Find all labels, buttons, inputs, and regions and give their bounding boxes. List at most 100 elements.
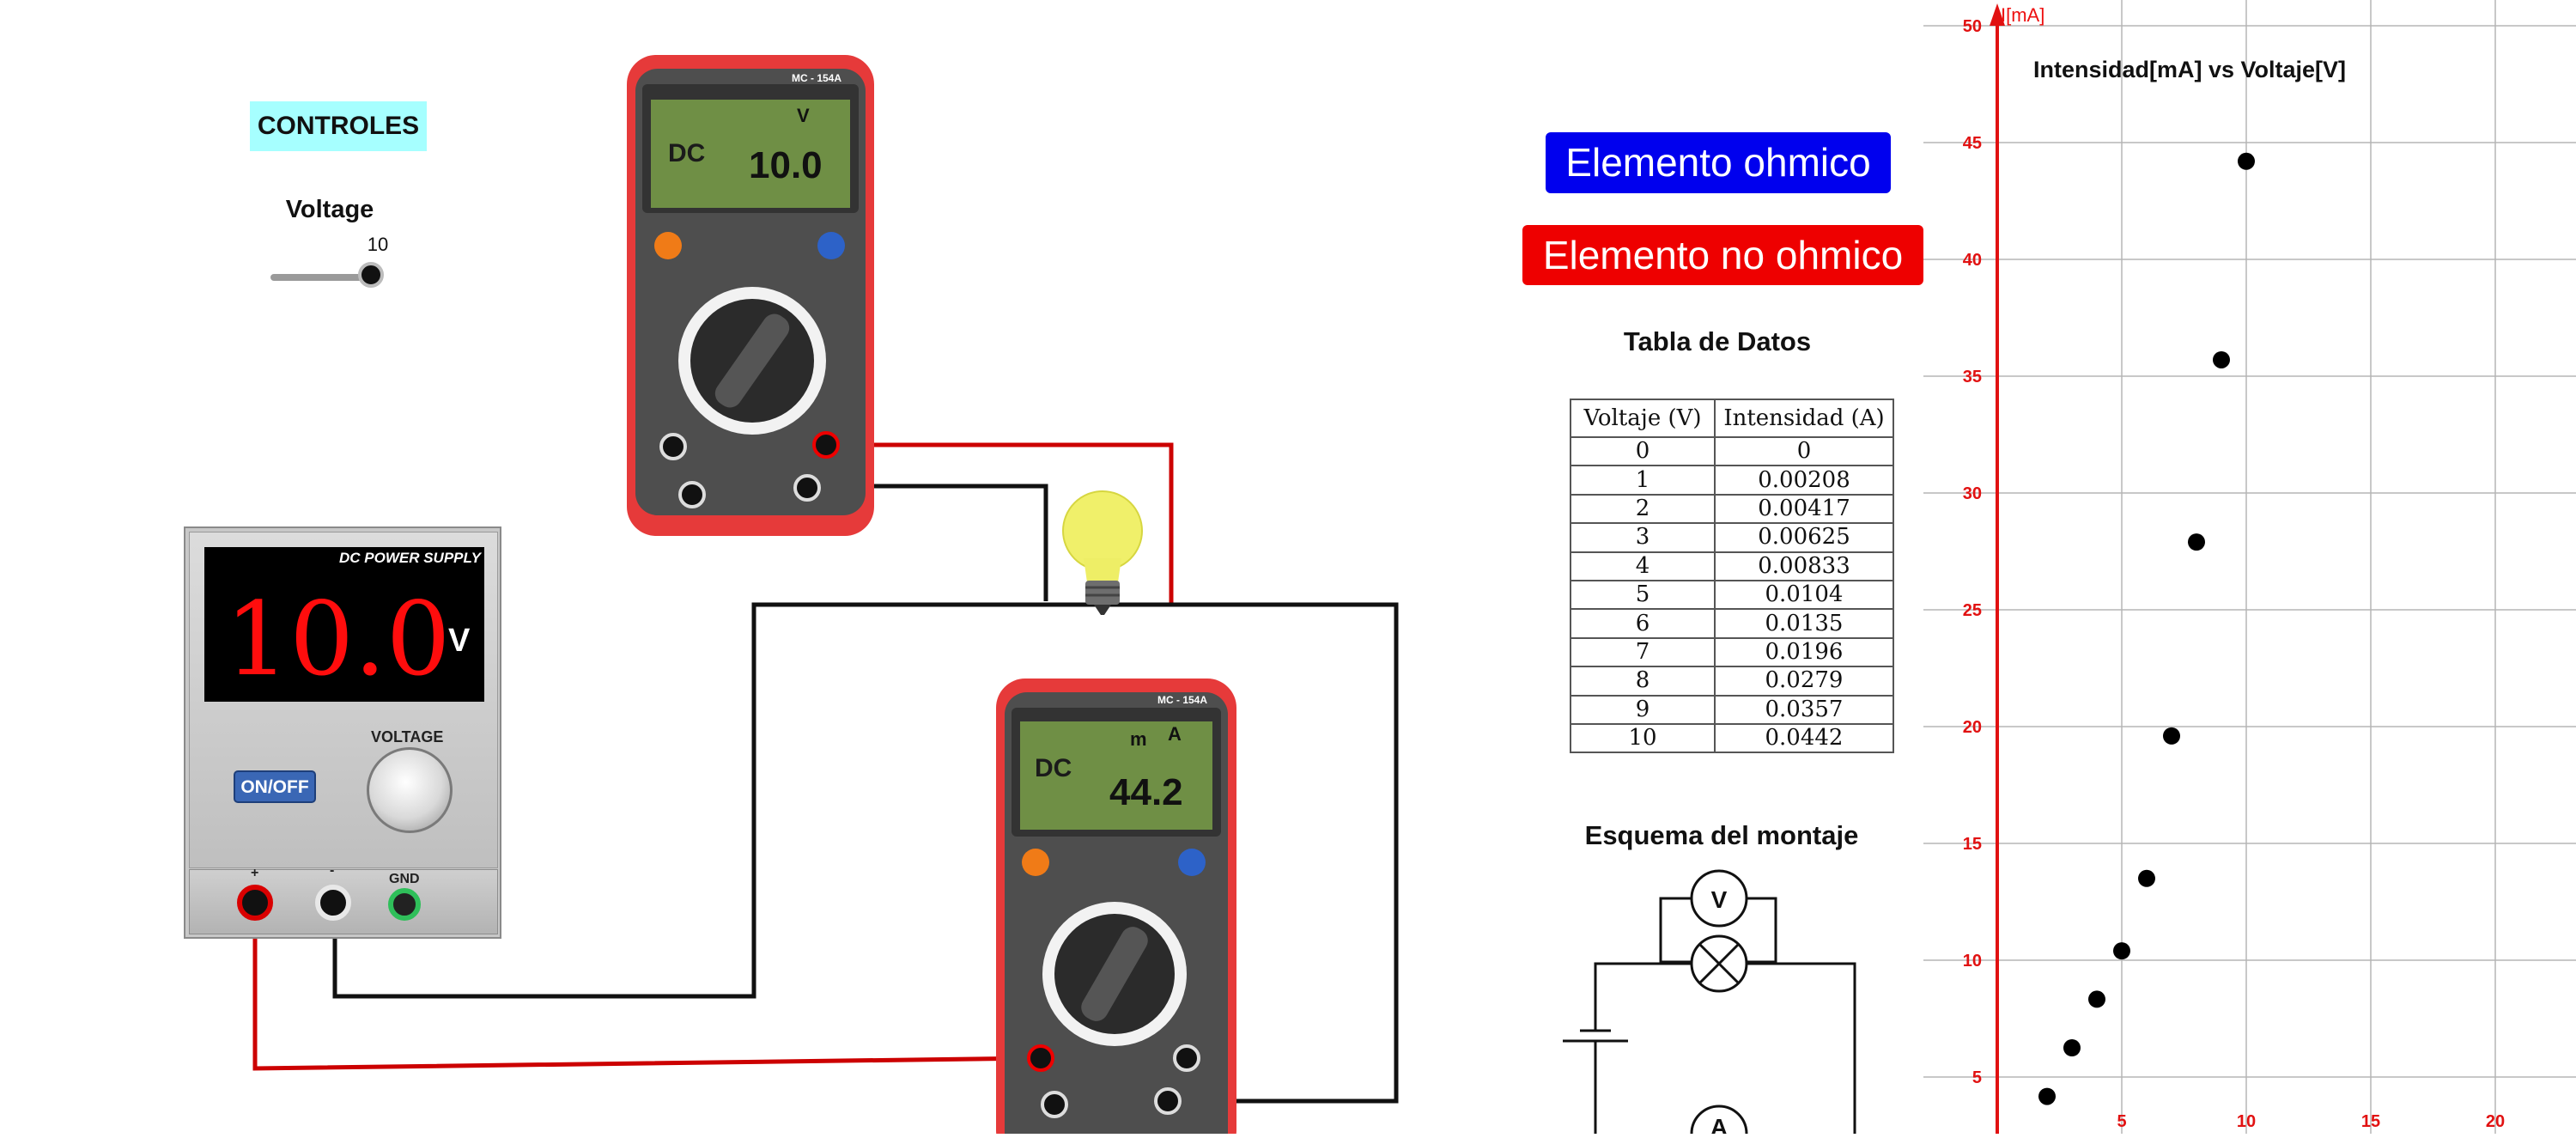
power-supply-title: DC POWER SUPPLY	[339, 550, 481, 566]
data-point	[2038, 1087, 2056, 1105]
col-current-header: Intensidad (A)	[1714, 399, 1894, 438]
data-point	[2213, 350, 2230, 368]
x-tick-label: 5	[2117, 1112, 2126, 1131]
terminal-positive-label: +	[251, 866, 259, 880]
voltmeter	[627, 55, 874, 536]
table-cell: 6	[1570, 608, 1716, 639]
schema-ammeter-symbol: A	[1710, 1114, 1728, 1134]
power-supply-unit: V	[448, 623, 471, 659]
table-cell: 0.0357	[1714, 694, 1894, 725]
voltmeter-unit: V	[797, 105, 810, 126]
table-cell: 0.00417	[1714, 493, 1894, 525]
voltmeter-reading: 10.0	[749, 144, 823, 186]
schema-voltmeter-symbol: V	[1711, 886, 1728, 913]
voltage-slider-value: 10	[367, 234, 389, 255]
ammeter	[996, 679, 1236, 1138]
terminal-positive[interactable]	[237, 885, 273, 921]
data-point	[2188, 533, 2205, 551]
ammeter-unit: A	[1168, 723, 1182, 745]
controls-title: CONTROLES	[250, 101, 427, 151]
voltmeter-model: MC - 154A	[792, 72, 842, 84]
ammeter-model: MC - 154A	[1157, 694, 1208, 706]
power-onoff-button[interactable]: ON/OFF	[234, 770, 316, 803]
voltage-slider-track[interactable]	[270, 274, 374, 281]
y-axis-arrow	[1990, 3, 2005, 26]
schema-title: Esquema del montaje	[1584, 820, 1859, 850]
x-tick-label: 15	[2361, 1112, 2380, 1131]
power-supply-voltage-readout: 10.0	[225, 580, 451, 698]
circuit-schematic: V A	[1563, 869, 1856, 1134]
power-supply-display	[204, 547, 484, 702]
voltage-slider-knob[interactable]	[358, 262, 384, 288]
terminal-negative[interactable]	[315, 885, 351, 921]
y-tick-label: 35	[1963, 368, 1982, 386]
voltmeter-mode: DC	[668, 139, 706, 167]
table-cell: 9	[1570, 694, 1716, 725]
voltmeter-body	[627, 55, 874, 536]
terminal-negative-label: -	[330, 863, 335, 878]
terminal-ground-label: GND	[389, 872, 420, 886]
table-cell: 0.0442	[1714, 722, 1894, 754]
table-cell: 0.00833	[1714, 551, 1894, 581]
voltage-knob[interactable]	[367, 747, 453, 833]
data-point	[2138, 869, 2155, 887]
y-tick-label: 50	[1963, 17, 1982, 36]
y-tick-label: 40	[1963, 251, 1982, 270]
table-cell: 7	[1570, 636, 1716, 668]
table-cell: 0.0104	[1714, 579, 1894, 611]
y-tick-label: 25	[1963, 601, 1982, 620]
table-cell: 0.00208	[1714, 465, 1894, 496]
x-tick-label: 10	[2237, 1112, 2256, 1131]
table-cell: 4	[1570, 551, 1716, 581]
table-cell: 3	[1570, 522, 1716, 553]
data-point	[2163, 727, 2180, 745]
ohmic-element-button[interactable]: Elemento ohmico	[1546, 132, 1891, 193]
y-tick-label: 5	[1972, 1068, 1982, 1087]
y-tick-label: 45	[1963, 134, 1982, 153]
terminal-ground[interactable]	[388, 888, 421, 921]
ammeter-reading: 44.2	[1109, 771, 1183, 813]
non-ohmic-element-button[interactable]: Elemento no ohmico	[1522, 225, 1923, 285]
x-tick-label: 20	[2486, 1112, 2505, 1131]
voltage-knob-label: VOLTAGE	[371, 728, 444, 745]
table-cell: 0	[1570, 435, 1716, 467]
ammeter-body	[996, 679, 1236, 1138]
table-cell: 0	[1714, 435, 1894, 467]
y-tick-label: 20	[1963, 718, 1982, 737]
table-cell: 0.0135	[1714, 608, 1894, 639]
y-axis-label: I[mA]	[2001, 4, 2045, 26]
data-point	[2238, 152, 2255, 170]
ammeter-mode: DC	[1035, 754, 1072, 782]
light-bulb-icon[interactable]	[1060, 486, 1145, 620]
table-cell: 8	[1570, 666, 1716, 697]
voltage-label: Voltage	[285, 196, 374, 223]
table-cell: 0.0279	[1714, 666, 1894, 697]
table-cell: 2	[1570, 493, 1716, 525]
table-cell: 1	[1570, 465, 1716, 496]
ammeter-unit-prefix: m	[1130, 728, 1147, 750]
data-point	[2088, 990, 2105, 1008]
y-tick-label: 30	[1963, 484, 1982, 503]
table-cell: 5	[1570, 579, 1716, 611]
data-point	[2063, 1039, 2081, 1056]
table-cell: 0.00625	[1714, 522, 1894, 553]
table-cell: 10	[1570, 722, 1716, 754]
col-voltage-header: Voltaje (V)	[1570, 399, 1716, 438]
y-tick-label: 10	[1963, 952, 1982, 971]
data-table-title: Tabla de Datos	[1623, 326, 1812, 356]
chart-title: Intensidad[mA] vs Voltaje[V]	[2033, 57, 2347, 82]
data-point	[2113, 942, 2130, 960]
